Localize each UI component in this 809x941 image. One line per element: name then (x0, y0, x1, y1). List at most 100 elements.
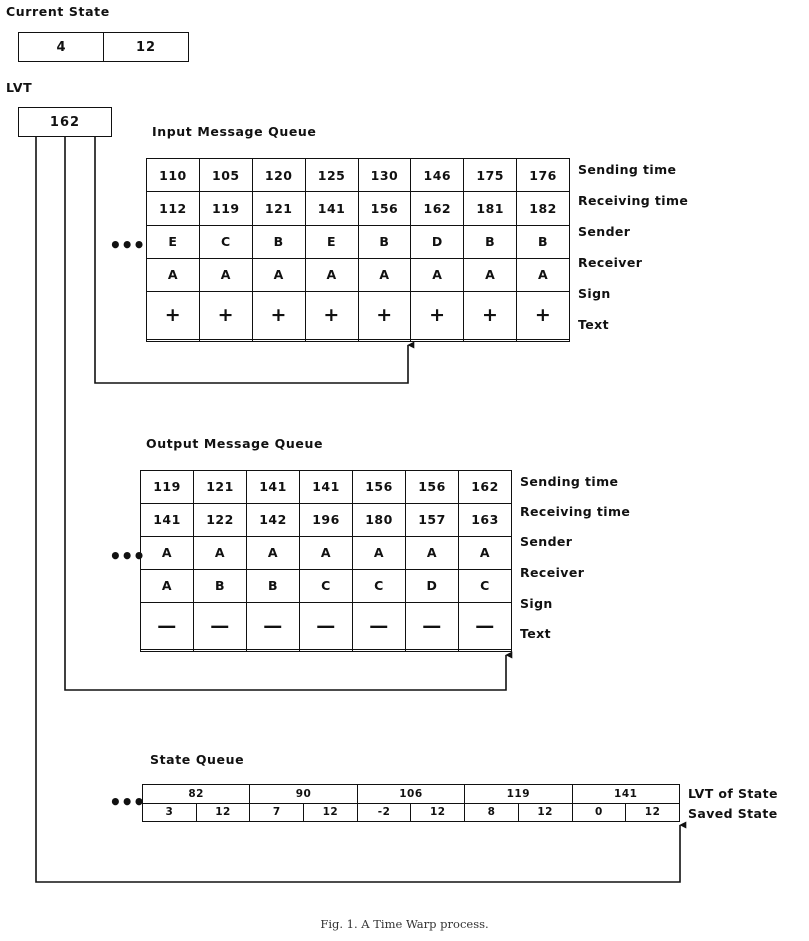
input-queue-cell: A (516, 257, 570, 293)
input-queue-cell: 141 (304, 191, 359, 226)
output-row-label-text: Text (520, 626, 551, 641)
output-queue-cell: A (246, 535, 300, 570)
input-queue-cell: C (198, 224, 253, 259)
output-queue-cell: 196 (299, 502, 353, 537)
lvt-value: 162 (18, 107, 112, 137)
output-queue-cell: 163 (458, 502, 512, 537)
input-queue-cell: A (357, 257, 412, 293)
output-queue-cell: 141 (299, 470, 353, 504)
input-queue-cell: 119 (198, 191, 253, 226)
input-queue-pointer-arrow (94, 137, 415, 384)
output-queue-cell: B (193, 568, 247, 603)
output-queue-cell: 142 (246, 502, 300, 537)
state-row-label-lvt: LVT of State (688, 786, 778, 801)
input-queue-cell: + (516, 291, 570, 340)
output-queue-cell: 121 (193, 470, 247, 504)
output-row-label-receiving-time: Receiving time (520, 504, 631, 519)
output-queue-cell (458, 648, 512, 653)
input-queue-ellipsis: ••• (109, 233, 145, 257)
state-saved-cell: -2 (356, 802, 412, 822)
state-saved-cell: 12 (195, 802, 251, 822)
input-queue-cell: + (357, 291, 412, 340)
current-state-value-2: 12 (103, 32, 189, 62)
state-saved-cell: 12 (303, 802, 358, 822)
output-queue-title: Output Message Queue (146, 436, 324, 451)
input-queue-cell: 181 (463, 191, 518, 226)
output-queue-cell: A (140, 568, 194, 603)
output-queue-cell: — (246, 601, 300, 650)
figure-caption: Fig. 1. A Time Warp process. (320, 917, 489, 931)
state-saved-cell: 12 (517, 802, 573, 822)
output-queue-cell: — (458, 601, 512, 650)
output-queue-row: ——————— (140, 601, 512, 650)
input-queue-cell: + (463, 291, 518, 340)
input-queue-title: Input Message Queue (152, 124, 317, 139)
state-saved-cell: 12 (625, 802, 680, 822)
output-queue-cell: 180 (352, 502, 406, 537)
input-queue-cell: A (463, 257, 518, 293)
input-queue-cell: 120 (251, 157, 306, 193)
input-queue-cell: 105 (198, 157, 253, 193)
output-queue-cell: 141 (140, 502, 194, 537)
input-queue-cell: + (304, 291, 359, 340)
output-queue-cell: A (193, 535, 247, 570)
input-row-label-text: Text (578, 317, 609, 332)
input-queue-cell: 182 (516, 191, 570, 226)
input-queue-cell: 112 (146, 191, 200, 226)
current-state-title: Current State (6, 4, 110, 19)
input-queue-cell: B (251, 224, 306, 259)
state-row-label-saved-state: Saved State (688, 806, 778, 821)
input-queue-cell: A (251, 257, 306, 293)
input-queue-cell: A (304, 257, 359, 293)
output-queue-cell: — (352, 601, 406, 650)
output-queue-cell: B (246, 568, 300, 603)
input-queue-cell: 125 (304, 157, 359, 193)
input-queue-cell: 176 (516, 157, 570, 193)
current-state-value-1: 4 (18, 32, 104, 62)
output-row-label-sender: Sender (520, 534, 573, 549)
input-row-label-sign: Sign (578, 286, 611, 301)
output-queue-cell: — (193, 601, 247, 650)
output-row-label-receiver: Receiver (520, 565, 585, 580)
output-queue-row (140, 648, 512, 653)
output-queue-cell: A (140, 535, 194, 570)
output-queue-cell: — (140, 601, 194, 650)
input-queue-cell: 162 (410, 191, 465, 226)
output-queue-ellipsis: ••• (109, 544, 145, 568)
state-queue-ellipsis: ••• (109, 790, 145, 814)
output-queue-cell: — (299, 601, 353, 650)
input-queue-row (146, 338, 570, 343)
output-queue-cell: 122 (193, 502, 247, 537)
state-queue-pointer-arrow (35, 137, 687, 883)
state-saved-cell: 7 (249, 802, 305, 822)
input-row-label-sending-time: Sending time (578, 162, 677, 177)
state-queue-title: State Queue (150, 752, 245, 767)
output-queue-pointer-arrow (64, 137, 513, 691)
input-row-label-sender: Sender (578, 224, 631, 239)
output-queue-cell: 156 (352, 470, 406, 504)
input-queue-cell: A (410, 257, 465, 293)
input-queue-cell: + (198, 291, 253, 340)
output-queue-cell: A (299, 535, 353, 570)
lvt-title: LVT (6, 80, 33, 95)
input-row-label-receiver: Receiver (578, 255, 643, 270)
input-queue-cell: 156 (357, 191, 412, 226)
output-queue-cell: A (458, 535, 512, 570)
input-row-label-receiving-time: Receiving time (578, 193, 689, 208)
output-row-label-sending-time: Sending time (520, 474, 619, 489)
output-row-label-sign: Sign (520, 596, 553, 611)
state-saved-cell: 3 (142, 802, 197, 822)
state-lvt-cell: 119 (464, 784, 573, 804)
input-queue-cell (516, 338, 570, 343)
